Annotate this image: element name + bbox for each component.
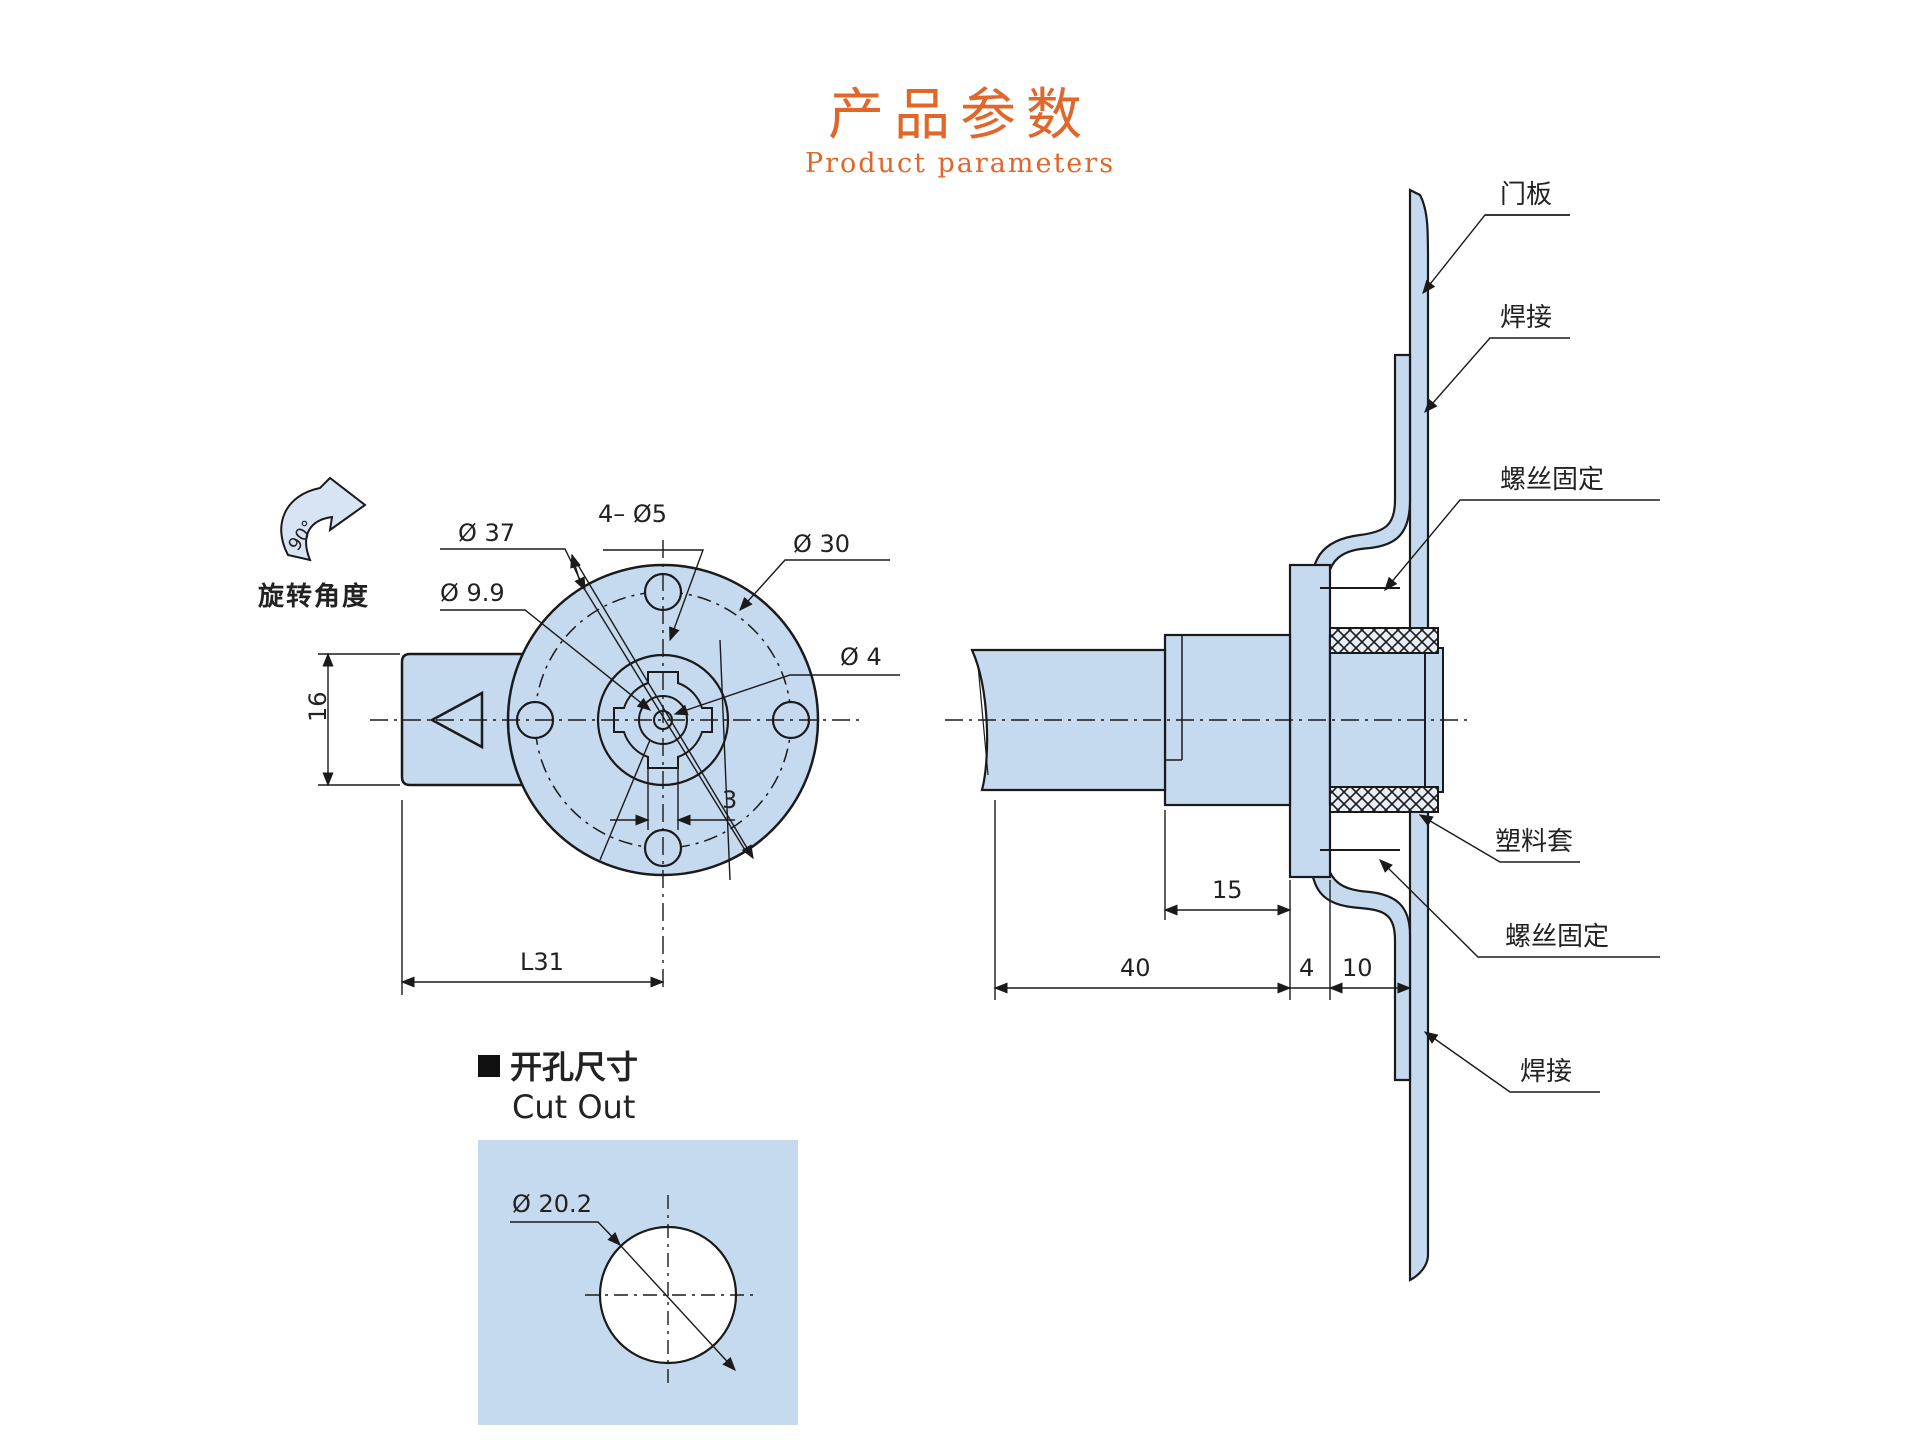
callout-screw-fix-bottom: 螺丝固定	[1505, 922, 1609, 952]
dim-16-label: 16	[304, 691, 332, 722]
plastic-sleeve-bottom	[1329, 786, 1439, 813]
dim-40-label: 40	[1120, 954, 1151, 982]
callout-door-panel: 门板	[1500, 180, 1552, 210]
page-subtitle: Product parameters	[804, 148, 1116, 179]
section-bullet	[478, 1055, 500, 1077]
cutout-title-en: Cut Out	[512, 1088, 635, 1126]
callout-plastic-sleeve: 塑料套	[1495, 827, 1573, 857]
page-title: 产品参数	[828, 83, 1092, 148]
dim-4xd5-label: 4– Ø5	[598, 500, 667, 528]
callout-weld-bottom: 焊接	[1520, 1057, 1572, 1087]
dim-4-label: 4	[1299, 954, 1314, 982]
dim-3-label: 3	[722, 786, 737, 814]
cutout-section: 开孔尺寸 Cut Out Ø 20.2	[478, 1048, 798, 1425]
dim-d9-9-label: Ø 9.9	[440, 579, 505, 607]
dim-d20-2-label: Ø 20.2	[512, 1190, 592, 1218]
dim-l31-label: L31	[520, 948, 564, 976]
callout-screw-fix-top: 螺丝固定	[1500, 465, 1604, 495]
rotation-arrow-icon: 90°	[280, 476, 367, 562]
dim-10-label: 10	[1342, 954, 1373, 982]
dim-d30-label: Ø 30	[793, 530, 850, 558]
weld-bracket	[1308, 353, 1412, 1082]
dim-d4-label: Ø 4	[840, 643, 882, 671]
callout-weld-top: 焊接	[1500, 303, 1552, 333]
front-view: 90° 旋转角度	[258, 476, 900, 995]
dim-15-label: 15	[1212, 876, 1243, 904]
rotation-angle-label: 旋转角度	[258, 581, 370, 612]
dim-d37-label: Ø 37	[458, 519, 515, 547]
side-view: 门板 焊接 螺丝固定 塑料套 螺丝固定 焊接 15 40 4 10	[945, 180, 1660, 1282]
cutout-title-cn: 开孔尺寸	[510, 1048, 638, 1086]
flange-block	[1288, 563, 1332, 879]
plastic-sleeve-top	[1329, 627, 1439, 654]
